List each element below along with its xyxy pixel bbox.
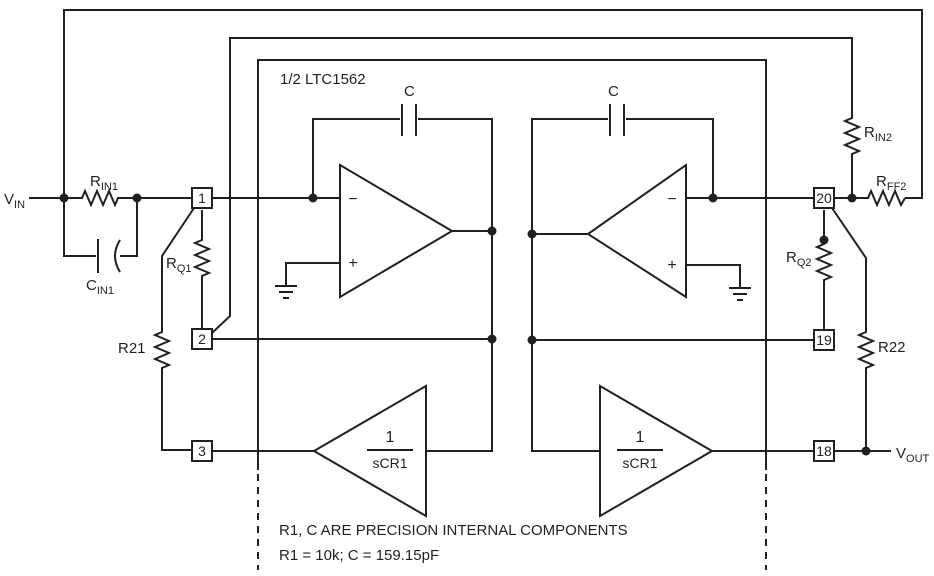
right-cap-wire-out [626,118,714,198]
chip-boundary [257,59,767,565]
note-line-2: R1 = 10k; C = 159.15pF [279,547,439,564]
junction-rin2 [847,193,857,203]
svg-text:3: 3 [198,443,206,459]
r21-resistor [152,207,195,451]
rin1-label: RIN1 [90,173,118,193]
junction-right-inv [708,193,718,203]
vout-label: VOUT [896,445,930,465]
svg-text:1: 1 [198,190,206,206]
rin2-label: RIN2 [864,124,892,144]
cin1-label: CIN1 [86,277,114,297]
rff2-resistor [867,188,906,208]
junction-rin1 [132,193,142,203]
pin-18: 18 [813,440,835,462]
inner-feedback-wire [211,37,853,334]
right-opamp [586,163,687,299]
r21-label: R21 [118,340,146,357]
left-opamp-plus: + [348,255,357,272]
junction-left-inv [308,193,318,203]
pin-3: 3 [191,440,213,462]
rff2-label: RFF2 [876,173,906,193]
junction-left-out [487,226,497,236]
right-opamp-minus: − [667,191,676,208]
note-line-1: R1, C ARE PRECISION INTERNAL COMPONENTS [279,522,628,539]
junction-pin20-rq2 [819,235,829,245]
right-cap-label: C [608,83,619,100]
left-integrator-num: 1 [386,429,395,446]
rq1-label: RQ1 [166,255,192,275]
right-opamp-plus: + [667,257,676,274]
right-integrator-den: sCR1 [622,455,657,471]
left-integrator-den: sCR1 [372,455,407,471]
left-ground-wire [285,262,340,285]
left-cap-label: C [404,83,415,100]
pin-19: 19 [813,329,835,351]
left-cap-wire-in [312,118,400,198]
svg-text:18: 18 [816,443,832,459]
left-opamp-minus: − [348,191,357,208]
rq1-resistor [192,210,212,328]
rin1-resistor [81,188,119,208]
pin-20: 20 [813,187,835,209]
right-ground-wire [686,264,741,287]
cin1-wire [63,198,96,257]
junction-pin19 [527,335,537,345]
outer-feedback-wire [63,9,923,199]
chip-label: 1/2 LTC1562 [280,71,366,88]
svg-text:19: 19 [816,332,832,348]
r22-resistor [831,207,876,451]
pin-2: 2 [191,328,213,350]
pin-1: 1 [191,187,213,209]
vin-label: VIN [4,191,25,211]
junction-vin [59,193,69,203]
cin1-plate-right [114,239,121,273]
svg-text:20: 20 [816,190,832,206]
left-opamp [339,163,454,299]
cin1-wire-right [120,198,138,257]
junction-vout [861,446,871,456]
rq2-resistor [814,210,834,330]
right-ground-icon [729,287,751,301]
svg-text:2: 2 [198,331,206,347]
left-ground-icon [275,285,297,299]
r22-label: R22 [878,339,906,356]
junction-right-out [527,229,537,239]
rq2-label: RQ2 [786,249,812,269]
rin2-resistor [842,112,862,198]
junction-pin2 [487,334,497,344]
right-integrator-num: 1 [636,429,645,446]
left-cap-wire-out [418,118,493,232]
